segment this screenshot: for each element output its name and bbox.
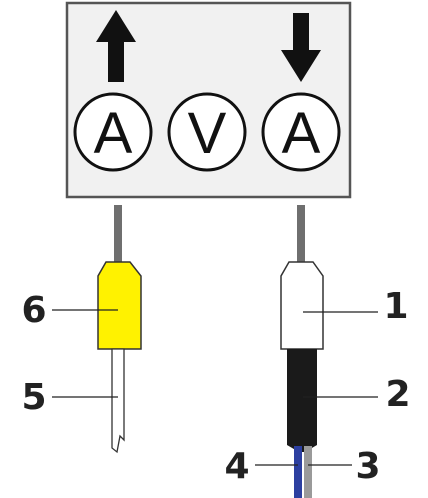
white-sleeve [280,261,324,350]
grey-conductor [304,446,312,498]
meter-panel: A V A [65,1,352,199]
callout-5: 5 [21,377,46,418]
left-lead [97,205,142,454]
callout-1: 1 [383,286,408,327]
callout-3: 3 [355,446,380,487]
ammeter-symbol-right: A [261,92,341,172]
voltmeter-label: V [188,101,227,166]
callout-4: 4 [224,446,249,487]
callout-2: 2 [385,374,410,415]
callout-leaders [52,309,378,466]
arrow-up-icon [96,10,136,82]
callout-6: 6 [21,290,46,331]
right-lead [280,205,324,498]
ammeter-circle-right [261,92,341,172]
ammeter-circle-left [73,92,153,172]
ammeter-label-left: A [94,101,133,166]
ammeter-symbol-left: A [73,92,153,172]
left-lead-wire [114,205,122,262]
ammeter-label-right: A [282,101,321,166]
right-lead-wire [297,205,305,262]
blue-conductor [294,446,302,498]
voltmeter-symbol: V [167,92,247,172]
arrow-down-icon [281,13,321,82]
yellow-sleeve [97,261,142,350]
voltmeter-circle [167,92,247,172]
bare-wire-end [111,348,125,454]
